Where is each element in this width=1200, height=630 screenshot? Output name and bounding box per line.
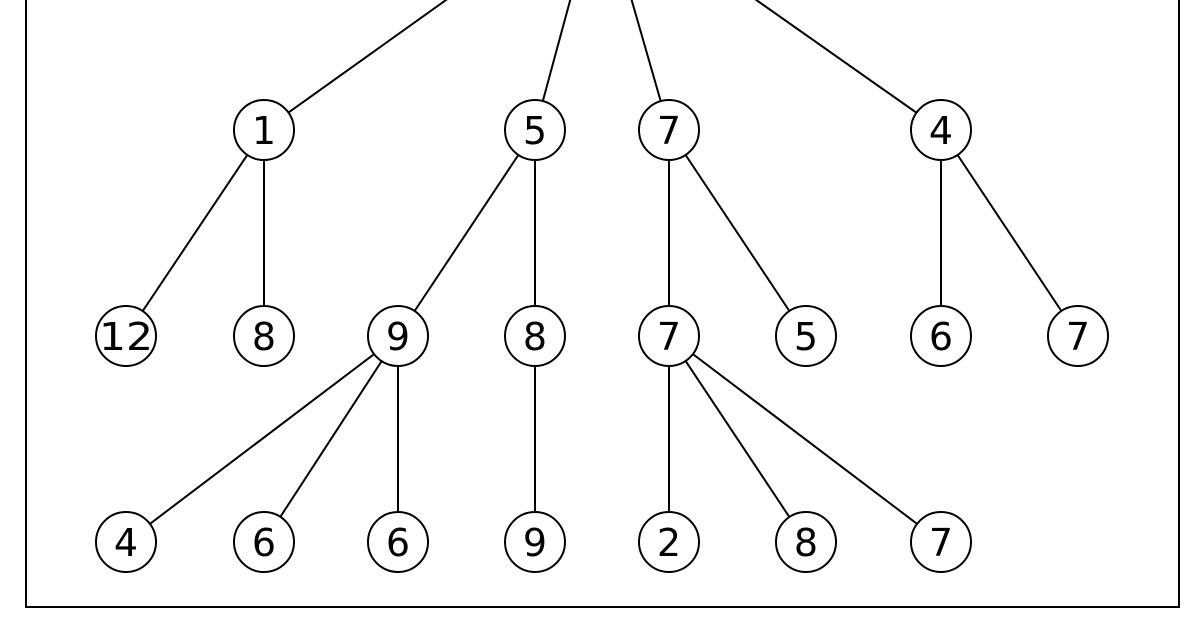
diagram-frame bbox=[25, 0, 1180, 608]
node-label: 4 bbox=[929, 109, 953, 153]
tree-node: 9 bbox=[504, 511, 566, 573]
tree-node: 8 bbox=[775, 511, 837, 573]
node-label: 8 bbox=[794, 521, 818, 565]
tree-node: 7 bbox=[638, 99, 700, 161]
tree-node: 2 bbox=[638, 511, 700, 573]
edges-layer bbox=[125, 0, 1079, 543]
node-label: 9 bbox=[523, 521, 547, 565]
tree-edge bbox=[534, 0, 572, 131]
node-circle bbox=[910, 99, 972, 161]
tree-edge bbox=[754, 0, 942, 131]
tree-edge bbox=[125, 129, 265, 337]
node-label: 1 bbox=[252, 109, 276, 153]
node-circle bbox=[638, 99, 700, 161]
tree-node: 1 bbox=[233, 99, 295, 161]
node-label: 2 bbox=[657, 521, 681, 565]
node-label: 9 bbox=[386, 315, 410, 359]
node-label: 8 bbox=[523, 315, 547, 359]
node-label: 7 bbox=[1066, 315, 1090, 359]
node-circle bbox=[504, 511, 566, 573]
tree-node: 6 bbox=[910, 305, 972, 367]
tree-edge bbox=[263, 335, 399, 543]
node-circle bbox=[910, 305, 972, 367]
node-label: 7 bbox=[929, 521, 953, 565]
node-label: 6 bbox=[929, 315, 953, 359]
tree-edge bbox=[397, 129, 536, 337]
tree-edge bbox=[668, 129, 807, 337]
tree-edge bbox=[668, 335, 807, 543]
node-label: 5 bbox=[523, 109, 547, 153]
node-circle bbox=[504, 99, 566, 161]
node-label: 7 bbox=[657, 315, 681, 359]
tree-node: 5 bbox=[775, 305, 837, 367]
tree-edge bbox=[668, 335, 942, 543]
node-circle bbox=[233, 99, 295, 161]
node-circle bbox=[775, 305, 837, 367]
node-label: 8 bbox=[252, 315, 276, 359]
node-circle bbox=[233, 511, 295, 573]
tree-node: 5 bbox=[504, 99, 566, 161]
node-circle bbox=[504, 305, 566, 367]
node-circle bbox=[638, 511, 700, 573]
tree-node: 7 bbox=[638, 305, 700, 367]
tree-node: 8 bbox=[233, 305, 295, 367]
node-circle bbox=[367, 305, 429, 367]
node-circle bbox=[367, 511, 429, 573]
tree-node: 8 bbox=[504, 305, 566, 367]
nodes-layer: 1 5 7 4 12 8 9 8 7 5 6 7 4 6 6 9 2 8 7 bbox=[95, 99, 1109, 573]
tree-edge bbox=[940, 129, 1079, 337]
node-label: 12 bbox=[99, 315, 153, 359]
tree-node: 7 bbox=[910, 511, 972, 573]
tree-node: 6 bbox=[367, 511, 429, 573]
tree-edge bbox=[263, 0, 448, 131]
tree-node: 4 bbox=[910, 99, 972, 161]
node-label: 5 bbox=[794, 315, 818, 359]
node-label: 6 bbox=[386, 521, 410, 565]
tree-node: 9 bbox=[367, 305, 429, 367]
tree-node: 4 bbox=[95, 511, 157, 573]
tree-edge bbox=[125, 335, 399, 543]
tree-node: 7 bbox=[1047, 305, 1109, 367]
node-label: 6 bbox=[252, 521, 276, 565]
node-circle bbox=[95, 511, 157, 573]
tree-node: 12 bbox=[95, 305, 157, 367]
tree-edge bbox=[630, 0, 670, 131]
tree-node: 6 bbox=[233, 511, 295, 573]
node-circle bbox=[95, 305, 157, 367]
node-circle bbox=[233, 305, 295, 367]
node-circle bbox=[775, 511, 837, 573]
node-circle bbox=[1047, 305, 1109, 367]
node-label: 4 bbox=[114, 521, 138, 565]
node-circle bbox=[638, 305, 700, 367]
node-circle bbox=[910, 511, 972, 573]
node-label: 7 bbox=[657, 109, 681, 153]
